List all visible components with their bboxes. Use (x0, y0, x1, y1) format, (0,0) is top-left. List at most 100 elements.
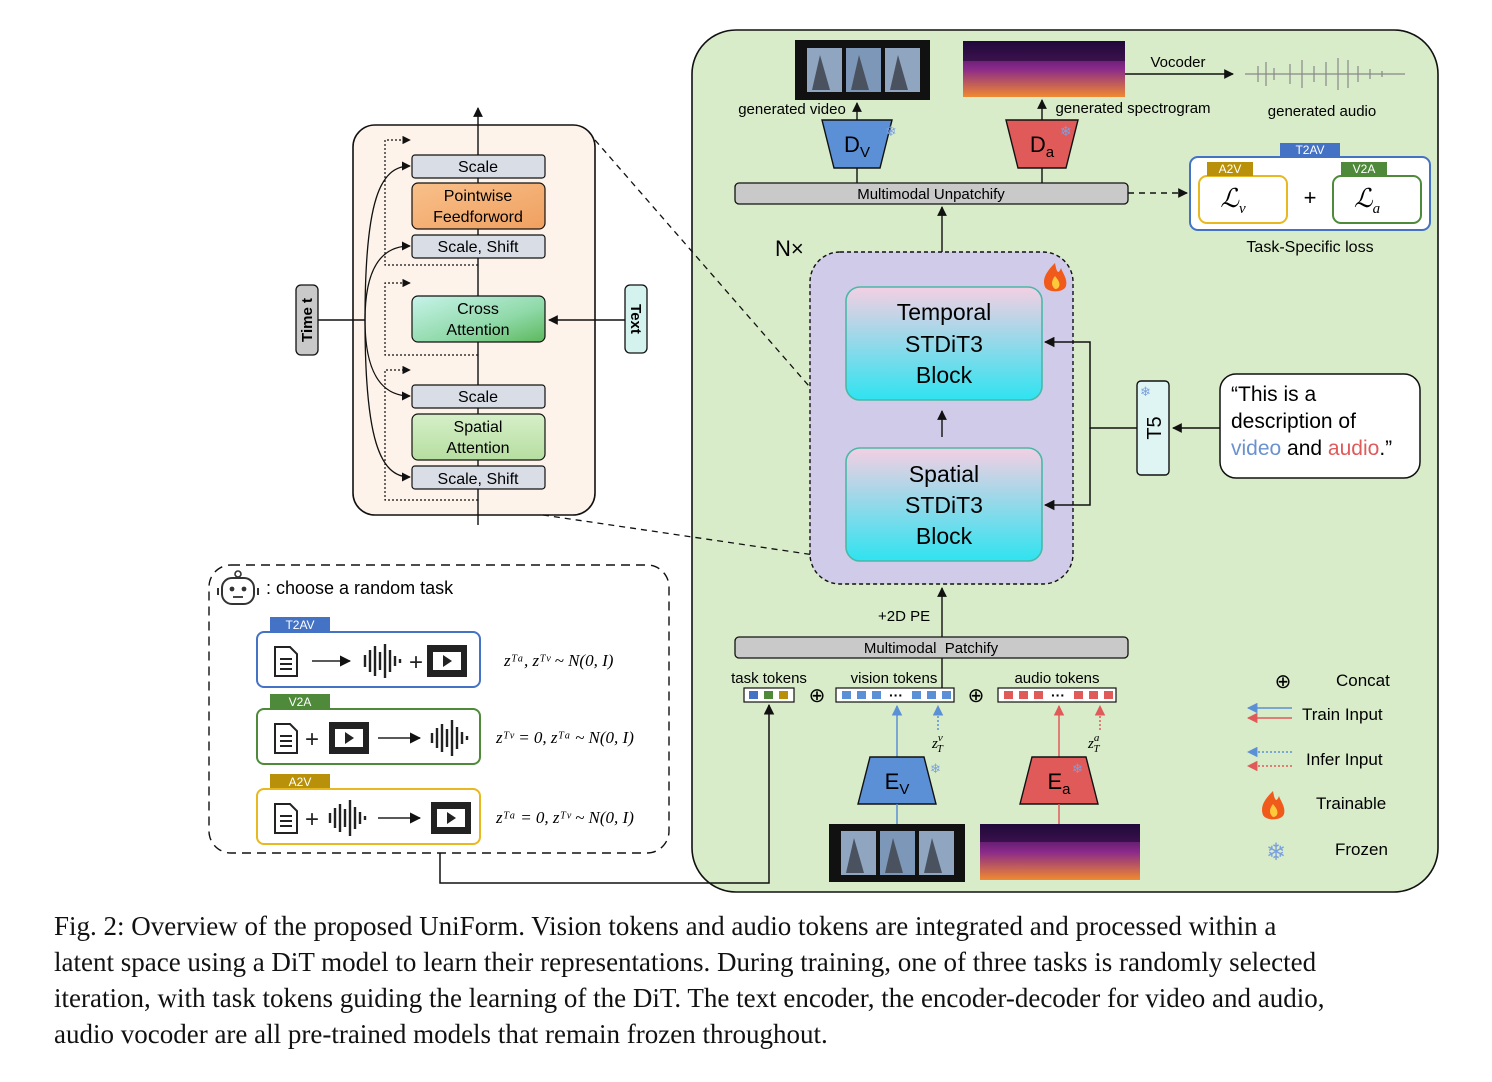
svg-text:ℒa: ℒa (1354, 184, 1380, 217)
audio-encoder: Ea (1019, 756, 1099, 805)
svg-text:ℒv: ℒv (1220, 184, 1246, 217)
spatial-stdit3-block: Spatial STDiT3 Block (845, 447, 1043, 562)
a2v-formula: zᵀᵃ = 0, zᵀᵛ ~ N(0, I) (495, 808, 634, 827)
scale-shift-top-box: Scale, Shift (411, 234, 546, 259)
svg-text:T2AV: T2AV (1295, 143, 1324, 157)
svg-text:Concat: Concat (1336, 671, 1390, 690)
zoom-line-bottom (542, 514, 863, 563)
generated-audio-label: generated audio (1268, 103, 1376, 120)
snowflake-icon: ❄ (885, 123, 897, 139)
n-times-label: N× (775, 236, 804, 261)
fire-icon (1044, 263, 1067, 292)
snowflake-icon: ❄ (1060, 123, 1072, 139)
positional-encoding-label: +2D PE (878, 608, 930, 625)
svg-text:Temporal: Temporal (897, 299, 992, 325)
generated-spectrogram-label: generated spectrogram (1055, 100, 1210, 117)
time-t-label: Time t (295, 284, 319, 356)
svg-text:A2V: A2V (1219, 162, 1242, 176)
a2v-task-box (256, 788, 481, 845)
scale-top-label: Scale (458, 159, 498, 176)
svg-text:Infer Input: Infer Input (1306, 750, 1383, 769)
caption-line: audio vocoder are all pre-trained models… (54, 1019, 828, 1049)
svg-text:Frozen: Frozen (1335, 840, 1388, 859)
task-tokens (743, 687, 795, 703)
audio-tokens: ··· (997, 687, 1117, 703)
input-video-filmstrip (829, 824, 965, 882)
text-label: Text (627, 304, 644, 334)
svg-text:T5: T5 (1144, 416, 1166, 439)
generated-audio-waveform (1245, 58, 1405, 90)
t5-to-temporal-arrow (1043, 336, 1137, 429)
svg-text:Block: Block (916, 523, 973, 549)
t5-to-spatial-arrow (1043, 428, 1091, 511)
svg-text:Da: Da (1030, 132, 1055, 161)
task-tokens-label: task tokens (731, 670, 807, 687)
svg-text:Multimodal Patchify: Multimodal Patchify (864, 640, 999, 657)
svg-text:+: + (305, 726, 319, 753)
snowflake-icon: ❄ (1140, 384, 1151, 399)
generated-video-filmstrip (795, 40, 930, 100)
scale-shift-bottom-box: Scale, Shift (411, 465, 546, 490)
scale-top-box: Scale (411, 154, 546, 179)
snowflake-icon: ❄ (930, 761, 941, 776)
generated-video-label: generated video (738, 101, 846, 118)
v2a-tag (270, 694, 330, 709)
spatial-attention-box: Spatial Attention (411, 413, 546, 461)
svg-text:···: ··· (889, 687, 903, 703)
concat-symbol: ⊕ (968, 685, 985, 707)
svg-text:“This is a: “This is a (1231, 383, 1317, 406)
svg-text:description of: description of (1231, 410, 1356, 433)
v2a-formula: zᵀᵛ = 0, zᵀᵃ ~ N(0, I) (495, 728, 634, 747)
svg-text:Multimodal Unpatchify: Multimodal Unpatchify (857, 186, 1005, 203)
snowflake-icon: ❄ (1266, 839, 1286, 866)
video-encoder: EV (857, 756, 937, 805)
svg-text:V2A: V2A (1353, 162, 1376, 176)
audio-decoder: Da (1005, 119, 1079, 169)
svg-text:DV: DV (844, 132, 870, 161)
snowflake-icon: ❄ (1072, 761, 1083, 776)
svg-text:STDiT3: STDiT3 (905, 492, 983, 518)
vision-tokens-label: vision tokens (851, 670, 938, 687)
svg-text:video and audio.”: video and audio.” (1231, 437, 1392, 460)
svg-text:+: + (1304, 185, 1317, 210)
text-prompt-box: “This is a description of video and audi… (1219, 373, 1421, 479)
cross-attention-label-1: Cross (457, 301, 499, 318)
time-t-text: Time t (299, 298, 316, 342)
scale-mid-box: Scale (411, 384, 546, 409)
a2v-tag (270, 774, 330, 789)
concat-symbol: ⊕ (809, 685, 826, 707)
fire-icon (1262, 791, 1285, 820)
pointwise-label-2: Feedforword (433, 209, 523, 226)
v2a-row-icons: + (274, 720, 469, 756)
temporal-stdit3-block: Temporal STDiT3 Block (845, 286, 1043, 401)
multimodal-patchify-bar: Multimodal Patchify (734, 636, 1129, 659)
t2av-formula: zᵀᵃ, zᵀᵛ ~ N(0, I) (503, 651, 614, 670)
t2av-tag (270, 617, 330, 632)
a2v-row-icons: + (274, 800, 471, 836)
robot-icon (217, 570, 259, 605)
svg-text:Spatial: Spatial (909, 461, 979, 487)
concat-legend-icon: ⊕ (1275, 671, 1292, 693)
legend: ⊕ Concat Train Input Infer Input Trainab… (1246, 671, 1390, 866)
svg-text:+: + (409, 649, 423, 676)
vision-tokens: ··· (835, 687, 955, 703)
task-specific-loss-label: Task-Specific loss (1246, 239, 1373, 256)
svg-text:STDiT3: STDiT3 (905, 331, 983, 357)
caption-line: iteration, with task tokens guiding the … (54, 983, 1325, 1013)
scale-shift-top-label: Scale, Shift (438, 239, 519, 256)
text-input-label: Text (624, 284, 648, 354)
zoom-line-top (594, 139, 863, 448)
video-decoder: DV (821, 119, 893, 169)
svg-text:Trainable: Trainable (1316, 794, 1386, 813)
vocoder-label: Vocoder (1150, 54, 1205, 71)
spatial-attention-label-1: Spatial (454, 419, 503, 436)
task-connector (439, 703, 775, 884)
t2av-tag-text: T2AV (285, 618, 314, 632)
multimodal-unpatchify-bar: Multimodal Unpatchify (734, 182, 1129, 205)
svg-text:+: + (305, 806, 319, 833)
svg-text:Train Input: Train Input (1302, 705, 1383, 724)
cross-attention-box: Cross Attention (411, 295, 546, 343)
uniform-architecture-diagram: Time t Text Scale Pointwise Feedforword … (208, 29, 1439, 893)
